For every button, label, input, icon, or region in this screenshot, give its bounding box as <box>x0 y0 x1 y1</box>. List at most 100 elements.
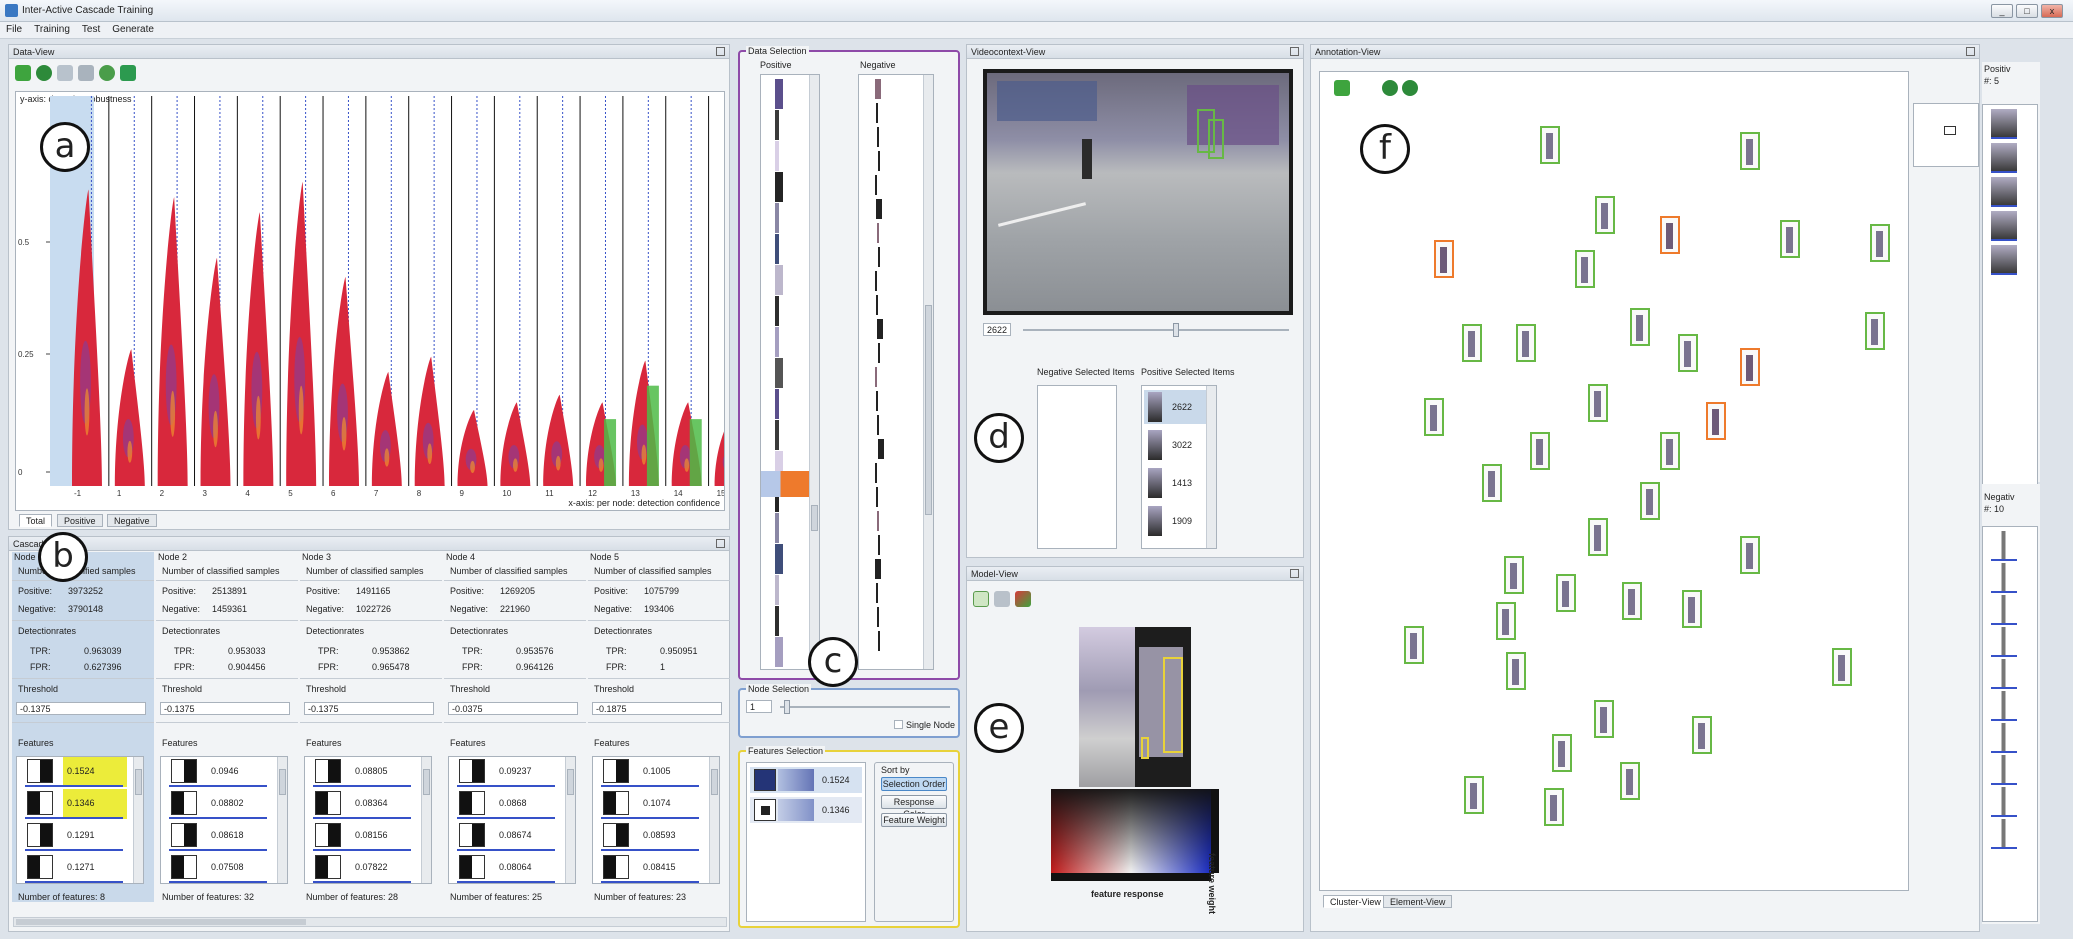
annotation-box-positive[interactable] <box>1588 384 1608 422</box>
fit-view-icon[interactable] <box>1334 80 1350 96</box>
positive-sample-thumbnail[interactable] <box>775 141 779 171</box>
positive-scroll-thumb[interactable] <box>811 505 818 531</box>
zoom-in-icon[interactable] <box>1382 80 1398 96</box>
feature-item[interactable]: 0.08674 <box>451 821 561 851</box>
refresh-icon[interactable] <box>120 65 136 81</box>
zoom-out-icon[interactable] <box>1402 80 1418 96</box>
negative-sample-thumbnail[interactable] <box>875 559 881 579</box>
negative-annotation-thumbnail[interactable] <box>1991 787 2017 817</box>
negative-sample-thumbnail[interactable] <box>877 319 883 339</box>
positive-sample-thumbnail[interactable] <box>775 606 779 636</box>
negative-sample-thumbnail[interactable] <box>878 631 880 651</box>
annotation-box-positive[interactable] <box>1780 220 1800 258</box>
annotation-box-positive[interactable] <box>1516 324 1536 362</box>
detection-distribution[interactable] <box>72 189 102 486</box>
features-scrollbar[interactable] <box>565 757 575 883</box>
feature-item[interactable]: 0.08156 <box>307 821 417 851</box>
annotation-box-positive[interactable] <box>1595 196 1615 234</box>
selected-features-list[interactable]: 0.1524 0.1346 <box>746 762 866 922</box>
sort-response-color-button[interactable]: Response Color <box>881 795 947 819</box>
feature-item[interactable]: 0.1346 <box>19 789 129 819</box>
negative-scroll-thumb[interactable] <box>925 305 932 515</box>
positive-sample-thumbnail[interactable] <box>775 482 779 512</box>
annotation-box-positive[interactable] <box>1594 700 1614 738</box>
positive-sample-thumbnail[interactable] <box>775 327 779 357</box>
zoom-icon[interactable] <box>36 65 52 81</box>
detection-distribution[interactable] <box>329 277 360 486</box>
negative-sample-thumbnail[interactable] <box>877 607 879 627</box>
negative-sample-thumbnail[interactable] <box>875 463 877 483</box>
negative-sample-thumbnail[interactable] <box>876 583 878 603</box>
features-scroll-thumb[interactable] <box>423 769 430 795</box>
undock-icon[interactable] <box>716 539 725 548</box>
detection-distribution[interactable] <box>286 182 317 486</box>
tab-cluster-view[interactable]: Cluster-View <box>1323 895 1388 908</box>
annotation-box-positive[interactable] <box>1620 762 1640 800</box>
annotation-box-positive[interactable] <box>1678 334 1698 372</box>
annotation-box-positive[interactable] <box>1660 432 1680 470</box>
select-icon[interactable] <box>57 65 73 81</box>
menu-generate[interactable]: Generate <box>112 24 154 35</box>
negative-annotation-thumbnail[interactable] <box>1991 659 2017 689</box>
frame-slider-handle[interactable] <box>1173 323 1179 337</box>
positive-annotation-thumbnail[interactable] <box>1991 143 2017 173</box>
annotation-box-positive[interactable] <box>1630 308 1650 346</box>
annotation-box-positive[interactable] <box>1622 582 1642 620</box>
negative-sample-thumbnail[interactable] <box>875 175 877 195</box>
negative-sample-thumbnail[interactable] <box>877 127 879 147</box>
negative-annotation-thumbnail[interactable] <box>1991 563 2017 593</box>
undock-icon[interactable] <box>716 47 725 56</box>
positive-sample-thumbnail[interactable] <box>775 79 783 109</box>
menu-training[interactable]: Training <box>34 24 70 35</box>
node-slider-handle[interactable] <box>784 700 790 714</box>
positive-sample-thumbnail[interactable] <box>775 637 783 667</box>
annotation-box-positive[interactable] <box>1530 432 1550 470</box>
threshold-input[interactable]: -0.0375 <box>448 702 578 715</box>
feature-item[interactable]: 0.0868 <box>451 789 561 819</box>
feature-item[interactable]: 0.1005 <box>595 757 705 787</box>
positive-sample-thumbnail[interactable] <box>775 172 783 202</box>
positive-selected-item[interactable]: 3022 <box>1144 428 1206 462</box>
feature-item[interactable]: 0.08064 <box>451 853 561 883</box>
filter-icon[interactable] <box>99 65 115 81</box>
negative-annotation-thumbnail[interactable] <box>1991 723 2017 753</box>
detection-distribution[interactable] <box>414 356 445 486</box>
negative-sample-thumbnail[interactable] <box>877 223 879 243</box>
negative-sample-thumbnail[interactable] <box>877 415 879 435</box>
positive-sample-thumbnail[interactable] <box>775 513 779 543</box>
negative-annotation-thumbnail[interactable] <box>1991 819 2017 849</box>
positive-sample-thumbnail[interactable] <box>775 451 783 481</box>
feature-item[interactable]: 0.08364 <box>307 789 417 819</box>
annotation-box-positive[interactable] <box>1575 250 1595 288</box>
positive-selected-scrollbar[interactable] <box>1206 386 1216 548</box>
annotation-box-positive[interactable] <box>1544 788 1564 826</box>
negative-selected-list[interactable] <box>1037 385 1117 549</box>
negative-sample-thumbnail[interactable] <box>876 487 878 507</box>
annotation-box-positive[interactable] <box>1556 574 1576 612</box>
selected-feature-item[interactable]: 0.1346 <box>750 797 862 823</box>
positive-scrollbar[interactable] <box>809 75 819 669</box>
annotation-box-uncertain[interactable] <box>1660 216 1680 254</box>
annotation-box-positive[interactable] <box>1832 648 1852 686</box>
frame-slider-track[interactable] <box>1023 329 1289 331</box>
tab-element-view[interactable]: Element-View <box>1383 895 1453 908</box>
positive-sample-thumbnail[interactable] <box>775 358 783 388</box>
positive-annotation-thumbnail[interactable] <box>1991 211 2017 241</box>
annotation-box-positive[interactable] <box>1870 224 1890 262</box>
single-node-checkbox[interactable] <box>894 720 903 729</box>
annotation-box-positive[interactable] <box>1865 312 1885 350</box>
negative-annotation-thumbnail[interactable] <box>1991 691 2017 721</box>
annotation-box-positive[interactable] <box>1588 518 1608 556</box>
features-scroll-thumb[interactable] <box>135 769 142 795</box>
annotation-box-positive[interactable] <box>1540 126 1560 164</box>
detection-distribution[interactable] <box>114 349 145 486</box>
layers-icon[interactable] <box>78 65 94 81</box>
annotation-box-uncertain[interactable] <box>1706 402 1726 440</box>
positive-sample-thumbnail[interactable] <box>775 110 779 140</box>
model-monitor-icon[interactable] <box>994 591 1010 607</box>
